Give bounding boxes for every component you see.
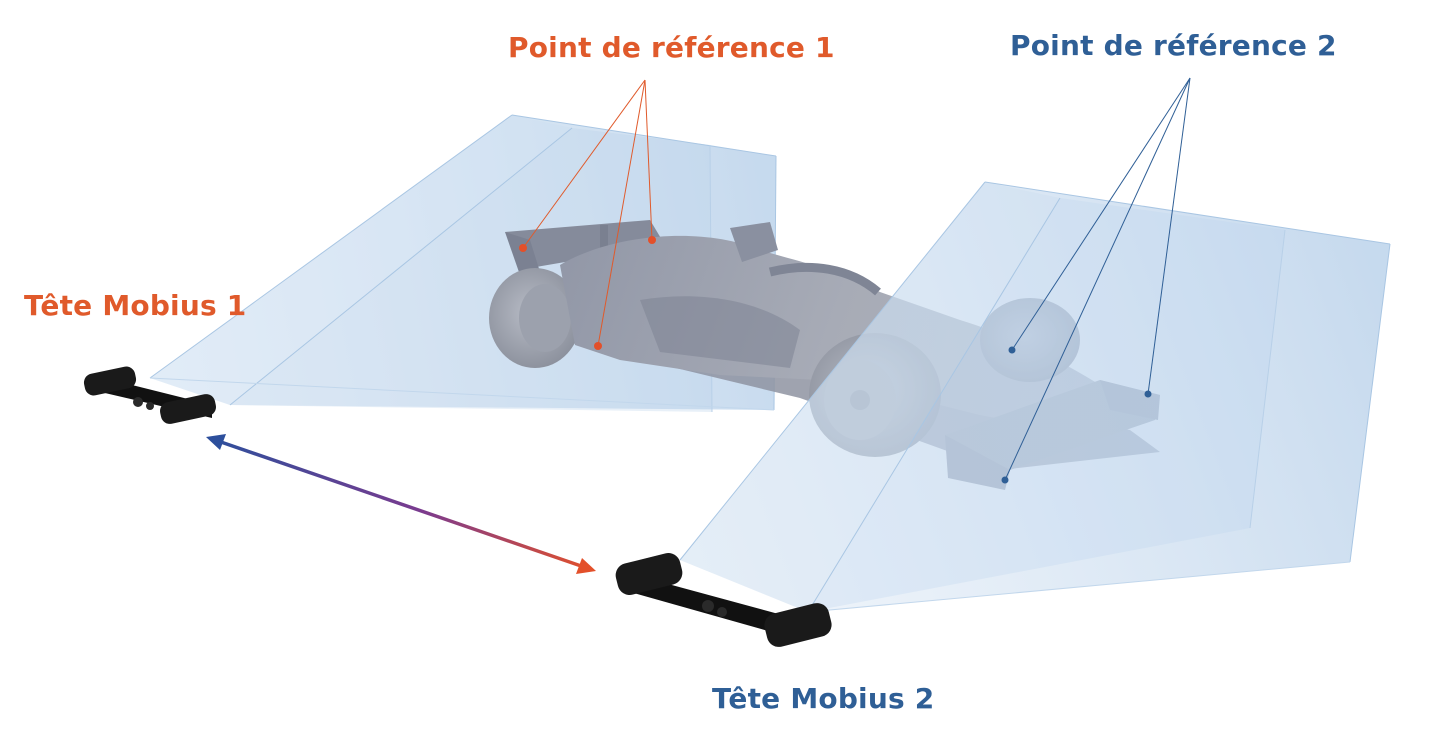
reference-point-1-label: Point de référence 1 <box>508 31 835 64</box>
reference-marker-blue <box>1008 346 1016 354</box>
reference-marker-orange <box>648 236 656 244</box>
mobius-head-1-label: Tête Mobius 1 <box>24 289 247 322</box>
mobius-camera-icon <box>83 366 217 424</box>
reference-point-1-leader-lines <box>522 79 653 347</box>
reference-marker-orange <box>519 244 527 252</box>
camera-2-field-of-view <box>679 181 1391 613</box>
reference-point-2-leader-lines <box>1004 77 1191 481</box>
reference-marker-blue <box>1001 476 1009 484</box>
reference-marker-orange <box>594 342 602 350</box>
reference-marker-blue <box>1144 390 1152 398</box>
reference-point-2-label: Point de référence 2 <box>1010 29 1337 62</box>
distance-arrow <box>206 434 596 574</box>
mobius-head-2-label: Tête Mobius 2 <box>712 682 935 715</box>
mobius-camera-icon <box>615 553 832 647</box>
